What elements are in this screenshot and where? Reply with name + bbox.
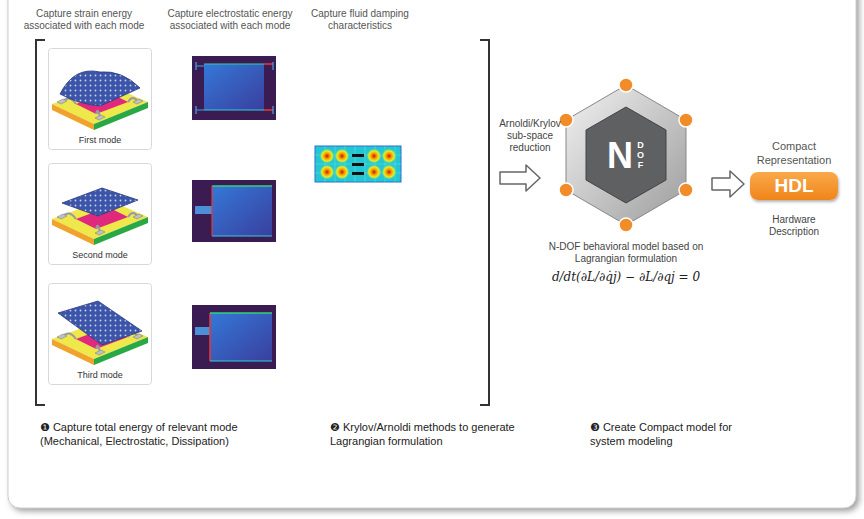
mode-shape-image: First mode — [48, 48, 152, 150]
electrostatic-field-image-part — [264, 64, 273, 110]
logo-text: N — [607, 138, 633, 174]
mode-shape-art — [48, 163, 152, 265]
image-card — [49, 49, 152, 150]
mode-shape-art — [48, 48, 152, 150]
vertex-dot — [619, 218, 633, 232]
electrostatic-field-image-part — [212, 186, 272, 236]
right-bracket — [480, 40, 489, 405]
electrostatic-field-image — [192, 56, 276, 120]
electrostatic-field-image-part — [209, 313, 211, 361]
anchor-post — [133, 214, 143, 219]
step-note: ❷ Krylov/Arnoldi methods to generate Lag… — [330, 420, 520, 449]
hexagon-core — [586, 107, 666, 203]
electrostatic-field-image-part — [204, 64, 264, 65]
mode-caption: Third mode — [77, 370, 123, 381]
electrostatic-field-image-part — [210, 313, 272, 361]
step-note: ❶ Capture total energy of relevant mode … — [40, 420, 290, 449]
anchor-post — [95, 350, 105, 355]
electrostatic-field-image-part — [196, 62, 273, 114]
mode-shape-art — [48, 283, 152, 385]
fluid-damping-image-part — [319, 164, 335, 180]
fluid-damping-image-part — [381, 148, 397, 164]
image-card — [49, 164, 152, 265]
fluid-damping-image-part — [381, 164, 397, 180]
mode-caption: First mode — [79, 135, 122, 146]
fluid-damping-image-part — [334, 164, 350, 180]
anchor-post — [57, 334, 67, 339]
model-caption: N-DOF behavioral model based on Lagrangi… — [544, 241, 708, 265]
fluid-damping-image-part — [315, 146, 401, 182]
electrostatic-field-image-part — [192, 56, 276, 120]
electrostatic-field-image-part — [210, 360, 272, 361]
frame-panel — [8, 0, 856, 508]
perforated-proof-mass — [62, 188, 138, 216]
electrostatic-field-image — [192, 180, 276, 242]
ndof-logo: NDOF — [544, 77, 708, 235]
vertex-dot — [679, 113, 693, 127]
column-heading: Capture strain energy associated with ea… — [14, 8, 154, 32]
mode-shape-image: Third mode — [48, 283, 152, 385]
anchor-post — [133, 99, 143, 104]
electrostatic-field-image-part — [192, 180, 276, 242]
mode-capture-group: First modeSecond modeThird mode Capture s… — [14, 4, 496, 410]
logo-text: DOF — [636, 141, 645, 171]
anchor-post — [57, 99, 67, 104]
electrostatic-field-image-part — [195, 206, 212, 214]
step-note: ❸ Create Compact model for system modeli… — [590, 420, 760, 449]
ndof-model-hexagon: NDOF N-DOF behavioral model based on Lagr… — [544, 77, 708, 265]
block-arrow — [500, 165, 540, 191]
block-arrow — [712, 171, 744, 197]
frame — [8, 0, 859, 511]
vertex-dot — [679, 183, 693, 197]
lagrange-equation: d/dt(∂L/∂q̇j) − ∂L/∂qj = 0 — [544, 270, 708, 286]
fluid-damping-image-part — [315, 146, 401, 182]
column-heading: Capture electrostatic energy associated … — [155, 8, 305, 32]
image-card — [49, 284, 152, 385]
electrostatic-field-image-part — [195, 327, 210, 335]
fluid-damping-image-part — [352, 154, 364, 157]
bracket — [36, 40, 489, 405]
electrostatic-field-image-part — [204, 110, 264, 111]
anchor-post — [57, 214, 67, 219]
vertex-dot — [619, 78, 633, 92]
edge-label: Arnoldi/Krylov sub-space reduction — [494, 118, 566, 154]
electrostatic-field-image-part — [192, 305, 276, 369]
left-bracket — [36, 40, 45, 405]
vertex-dot — [559, 183, 573, 197]
fluid-damping-image — [315, 146, 401, 182]
fluid-damping-image-part — [366, 148, 382, 164]
perforated-proof-mass — [60, 71, 140, 106]
mode-shape-image: Second mode — [48, 163, 152, 265]
hdl-caption: Compact Representation — [748, 140, 840, 168]
perforated-proof-mass — [58, 301, 142, 345]
hdl-pill: HDL — [750, 172, 838, 200]
hdl-caption: Hardware Description — [748, 214, 840, 238]
column-heading: Capture fluid damping characteristics — [305, 8, 415, 32]
fluid-damping-image-part — [319, 148, 335, 164]
anchor-post — [133, 334, 143, 339]
vertex-dot — [559, 113, 573, 127]
fluid-damping-image-part — [352, 172, 364, 175]
electrostatic-field-image — [192, 305, 276, 369]
hdl-block: Compact RepresentationHDL Hardware Descri… — [748, 140, 840, 238]
fluid-damping-image-part — [334, 148, 350, 164]
electrostatic-field-image-part — [212, 185, 272, 186]
mode-caption: Second mode — [72, 250, 128, 261]
fluid-damping-image-part — [352, 163, 364, 166]
electrostatic-field-image-part — [212, 235, 272, 236]
fluid-damping-image-part — [366, 164, 382, 180]
electrostatic-field-image-part — [204, 64, 264, 110]
hexagon-frame — [566, 85, 686, 225]
heading-row: Capture strain energy associated with ea… — [14, 4, 496, 32]
anchor-post — [95, 115, 105, 120]
electrostatic-field-image-part — [211, 186, 212, 236]
electrostatic-field-image-part — [210, 312, 272, 313]
anchor-post — [95, 230, 105, 235]
